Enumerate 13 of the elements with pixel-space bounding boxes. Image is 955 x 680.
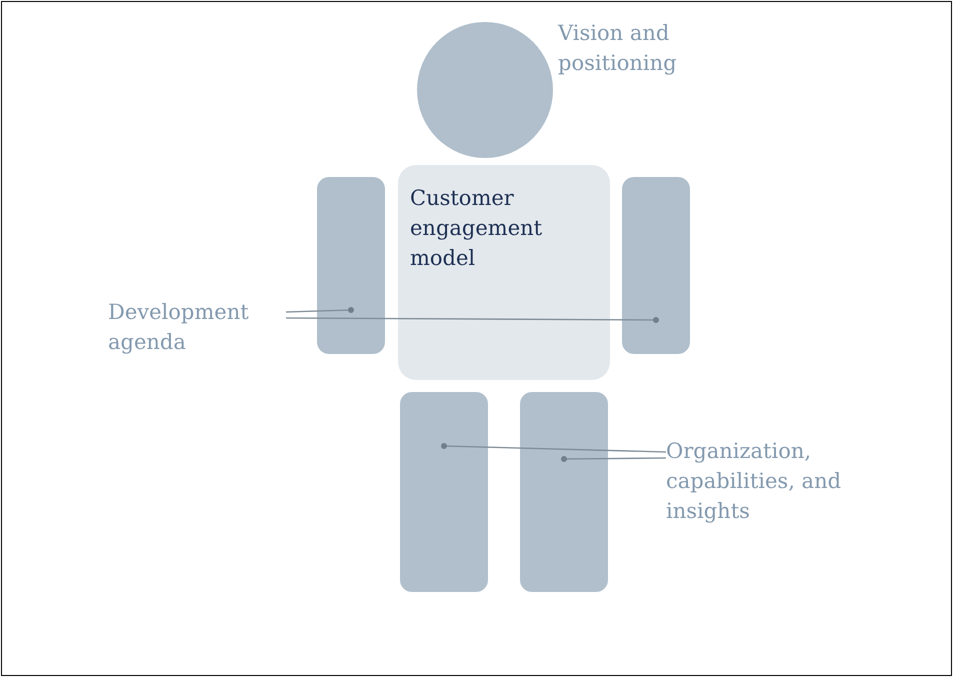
callout-label: Development agenda bbox=[108, 297, 286, 361]
arm-box bbox=[622, 177, 690, 354]
leader-line bbox=[441, 443, 666, 453]
arm-box bbox=[317, 177, 385, 354]
leg-box bbox=[400, 392, 488, 592]
leader-line bbox=[286, 317, 659, 323]
caption-text: Vision and positioning bbox=[558, 20, 678, 77]
body-box bbox=[398, 165, 610, 380]
leg-box bbox=[520, 392, 608, 592]
leader-line bbox=[561, 456, 666, 462]
leader-line bbox=[286, 307, 354, 313]
box-title: Customer engagement model bbox=[410, 185, 544, 272]
callout-label: Organization, capabilities, and insights bbox=[666, 436, 866, 532]
